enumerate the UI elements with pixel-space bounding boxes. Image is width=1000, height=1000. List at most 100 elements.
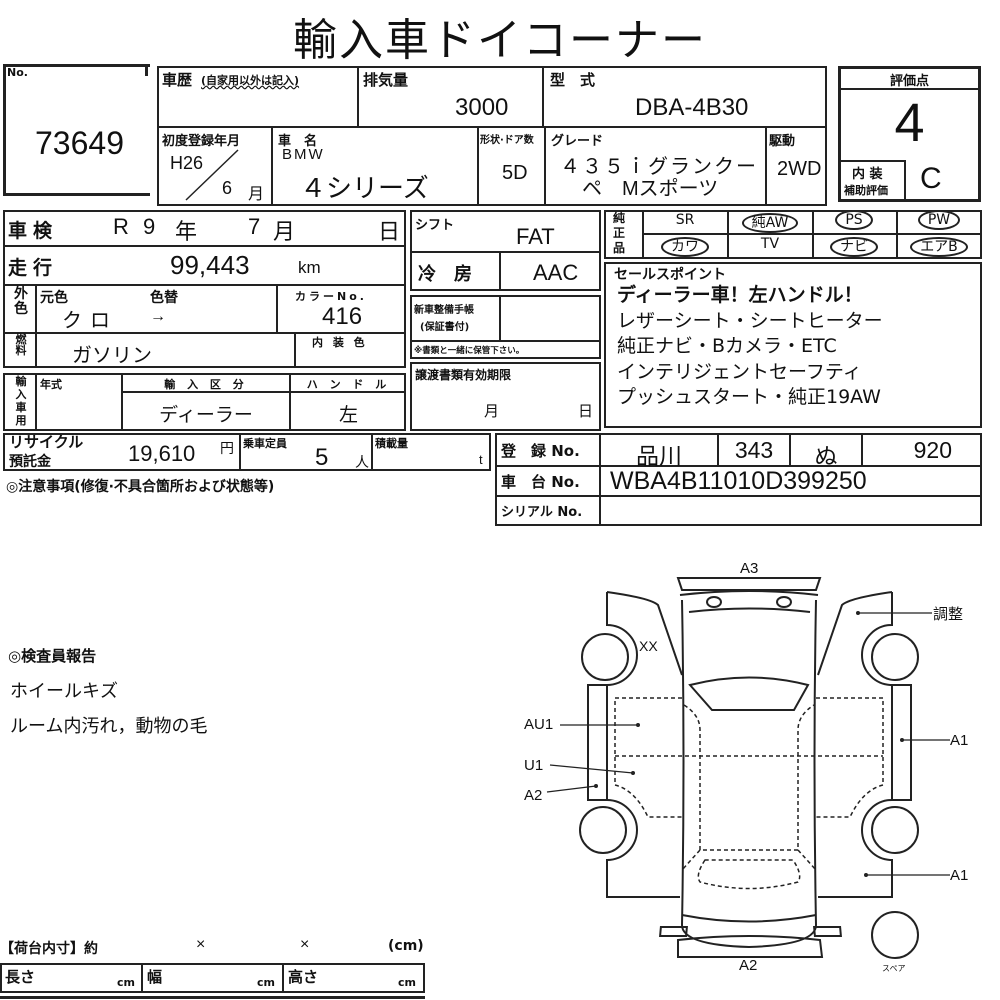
color-side-label: 外色 [14,286,28,317]
page-title: 輸入車ドイコーナー [293,15,707,66]
inspector-line: ルーム内汚れ，動物の毛 [10,716,208,737]
first-reg-month: 6 [222,178,233,198]
chassis-label: 車 台 No. [501,473,580,491]
recycle-label-1: リサイクル [9,433,84,451]
option-item: TV [760,236,780,252]
fuel-side-label: 燃料 [15,333,27,357]
import-class-value: ディーラー [159,405,253,426]
sales-point-line: 純正ナビ・Bカメラ・ETC [617,335,837,357]
manual-cell [410,295,601,359]
ac-label: 冷 房 [418,264,472,285]
cargo-cm: cm [257,976,275,989]
color-orig-label: 元色 [40,290,68,306]
interior-score-label-cell [838,160,906,202]
shift-value: FAT [516,224,555,249]
option-item: PS [835,210,873,230]
shaken-month-unit: 月 [273,219,296,244]
transfer-month-unit: 月 [484,403,500,420]
spare-label: スペア [882,964,906,973]
lot-box [3,64,150,196]
interior-label-1: 内 装 [852,167,883,182]
mileage-value: 99,443 [170,250,250,280]
color-orig-value: クロ [62,310,118,332]
option-cell: PS [814,210,894,230]
doors-value: 5D [502,162,528,184]
shift-label: シフト [415,218,455,233]
damage-label-a3: A3 [740,560,759,577]
damage-label-au1: AU1 [524,716,554,733]
capacity-value: 5 [315,444,329,471]
car-damage-diagram [546,577,950,959]
recycle-label-2: 預託金 [9,454,51,470]
first-reg-year: H26 [170,153,204,173]
load-unit: t [479,452,483,467]
mileage-unit: km [298,258,321,277]
spare-tire-icon [871,911,919,959]
damage-label-a1-rear: A1 [950,867,969,884]
drive-label: 駆動 [769,134,796,149]
damage-label-a2-bottom: A2 [739,957,758,974]
load-label: 積載量 [375,437,408,450]
interior-color-label: 内 装 色 [312,336,368,349]
cargo-width-label: 幅 [147,968,163,986]
damage-label-a2-left: A2 [524,787,543,804]
sales-point-line: ディーラー車！左ハンドル！ [617,284,863,306]
import-class-cell [121,373,291,431]
color-arrow: → [150,308,166,325]
registration-kana: ぬ [814,443,838,469]
shaken-label: 車検 [8,220,59,242]
transfer-cell [410,362,601,431]
option-item: カワ [661,237,709,257]
doors-label: 形状·ドア数 [480,135,534,146]
fuel-value: ガソリン [72,345,152,367]
cargo-x2: × [300,936,310,953]
displacement-value: 3000 [455,94,509,121]
registration-box [495,433,982,526]
import-year-label: 年式 [40,378,62,391]
inspector-label: ◎検査員報告 [8,647,97,665]
notes-label: ◎注意事項(修復·不具合箇所および状態等) [6,479,275,495]
car-maker: BMW [282,146,325,163]
interior-dashed-outline [614,697,884,890]
lot-label: No. [7,66,28,79]
history-label: 車歴 [162,71,193,89]
damage-label-a1-right: A1 [950,732,969,749]
shaken-era: R [113,214,129,239]
option-item: ナビ [830,237,878,257]
handle-label: ハ ン ド ル [306,378,391,391]
first-reg-month-unit: 月 [248,186,265,203]
option-cell: ナビ [814,236,894,257]
shaken-row [3,210,406,247]
manual-label-2: (保証書付) [420,322,470,333]
handle-value: 左 [338,405,358,426]
transfer-label: 譲渡書類有効期限 [415,368,512,382]
shaken-year: 9 [143,214,156,239]
cargo-unit: (cm) [388,938,424,954]
chassis-value: WBA4B11010D399250 [610,467,867,495]
option-cell: PW [899,210,979,230]
sales-points-label: セールスポイント [614,267,726,283]
color-change-label: 色替 [150,290,178,306]
mileage-label: 走行 [8,257,59,279]
ac-value: AAC [533,260,579,285]
model-code-label: 型 式 [550,71,596,89]
option-cell: エアB [899,236,979,257]
manual-note: ※書類と一緒に保管下さい。 [414,346,525,356]
cargo-x1: × [196,936,206,953]
options-label: 純正品 [612,211,625,255]
sales-point-line: プッシュスタート・純正19AW [617,386,881,408]
shaken-month: 7 [248,214,261,239]
option-item: SR [675,212,695,228]
option-cell: SR [645,212,725,228]
shaken-day-unit: 日 [378,219,401,244]
car-name-value: ４シリーズ [300,173,429,203]
first-reg-label: 初度登録年月 [162,134,241,149]
shaken-year-unit: 年 [175,219,198,244]
grade-line1: ４３５ｉグランクー [560,156,758,178]
cargo-length-label: 長さ [5,968,36,986]
option-item: エアB [910,237,968,257]
import-class-label: 輸 入 区 分 [164,378,248,391]
capacity-label: 乗車定員 [243,437,287,450]
sales-points-box [604,262,982,428]
registration-class: 343 [734,437,774,463]
